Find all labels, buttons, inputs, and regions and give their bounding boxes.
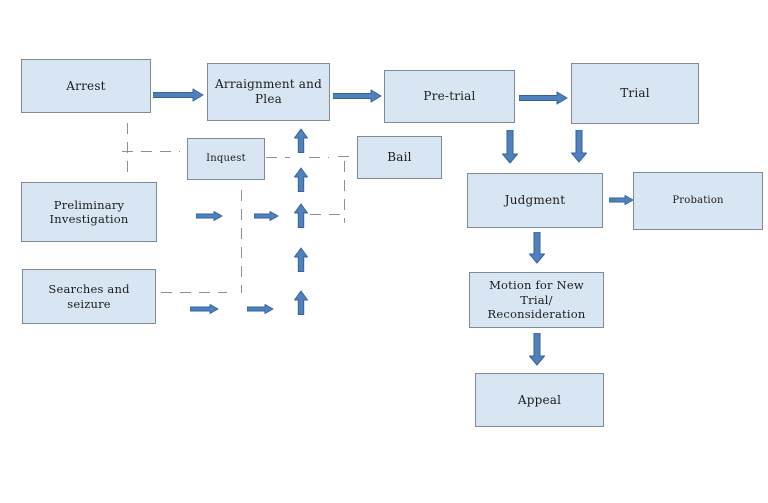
- flow-arrow-up: [294, 167, 308, 192]
- node-trial: Trial: [571, 63, 699, 124]
- node-motion-for-new-trial: Motion for New Trial/ Reconsideration: [469, 272, 604, 328]
- dashed-connector: [161, 292, 227, 293]
- node-arraignment-and-plea: Arraignment and Plea: [207, 63, 330, 121]
- flow-arrow-right: [609, 195, 634, 205]
- flow-arrow-up: [294, 128, 308, 153]
- flow-arrow-right: [247, 304, 274, 314]
- node-arrest-label: Arrest: [66, 78, 106, 93]
- node-inquest-label: Inquest: [206, 152, 246, 164]
- flow-arrow-right: [254, 211, 279, 221]
- node-pre-trial-label: Pre-trial: [423, 89, 476, 103]
- node-searches-and-seizure-label: Searches and seizure: [48, 282, 130, 311]
- dashed-connector: [241, 190, 242, 293]
- node-arraignment-and-plea-label: Arraignment and Plea: [215, 77, 322, 106]
- dashed-connector: [266, 157, 290, 158]
- node-judgment-label: Judgment: [504, 193, 566, 207]
- dashed-connector: [310, 214, 340, 215]
- node-bail-label: Bail: [387, 150, 412, 164]
- node-probation: Probation: [633, 172, 763, 230]
- node-motion-for-new-trial-label: Motion for New Trial/ Reconsideration: [487, 278, 586, 322]
- node-bail: Bail: [357, 136, 442, 179]
- flow-arrow-down: [529, 232, 545, 264]
- flow-arrow-right: [333, 89, 382, 103]
- flow-arrow-down: [502, 130, 518, 164]
- node-probation-label: Probation: [672, 194, 724, 206]
- node-trial-label: Trial: [620, 86, 650, 100]
- dashed-connector: [338, 156, 357, 157]
- flow-arrow-up: [294, 247, 308, 272]
- flow-arrow-right: [153, 88, 204, 102]
- node-arrest: Arrest: [21, 59, 151, 113]
- dashed-connector: [127, 123, 128, 176]
- node-appeal-label: Appeal: [517, 392, 562, 407]
- node-judgment: Judgment: [467, 173, 603, 228]
- dashed-connector: [309, 157, 329, 158]
- dashed-connector: [122, 151, 180, 152]
- node-pre-trial: Pre-trial: [384, 70, 515, 123]
- node-searches-and-seizure: Searches and seizure: [22, 269, 156, 324]
- flow-arrow-up: [294, 203, 308, 228]
- flow-arrow-up: [294, 290, 308, 315]
- node-inquest: Inquest: [187, 138, 265, 180]
- flow-arrow-right: [196, 211, 223, 221]
- node-preliminary-investigation: Preliminary Investigation: [21, 182, 157, 242]
- node-preliminary-investigation-label: Preliminary Investigation: [49, 197, 129, 226]
- dashed-connector: [344, 161, 345, 223]
- flow-arrow-right: [190, 304, 219, 314]
- flow-arrow-right: [519, 91, 568, 105]
- node-appeal: Appeal: [475, 373, 604, 427]
- flow-arrow-down: [529, 333, 545, 366]
- flow-arrow-down: [571, 130, 587, 163]
